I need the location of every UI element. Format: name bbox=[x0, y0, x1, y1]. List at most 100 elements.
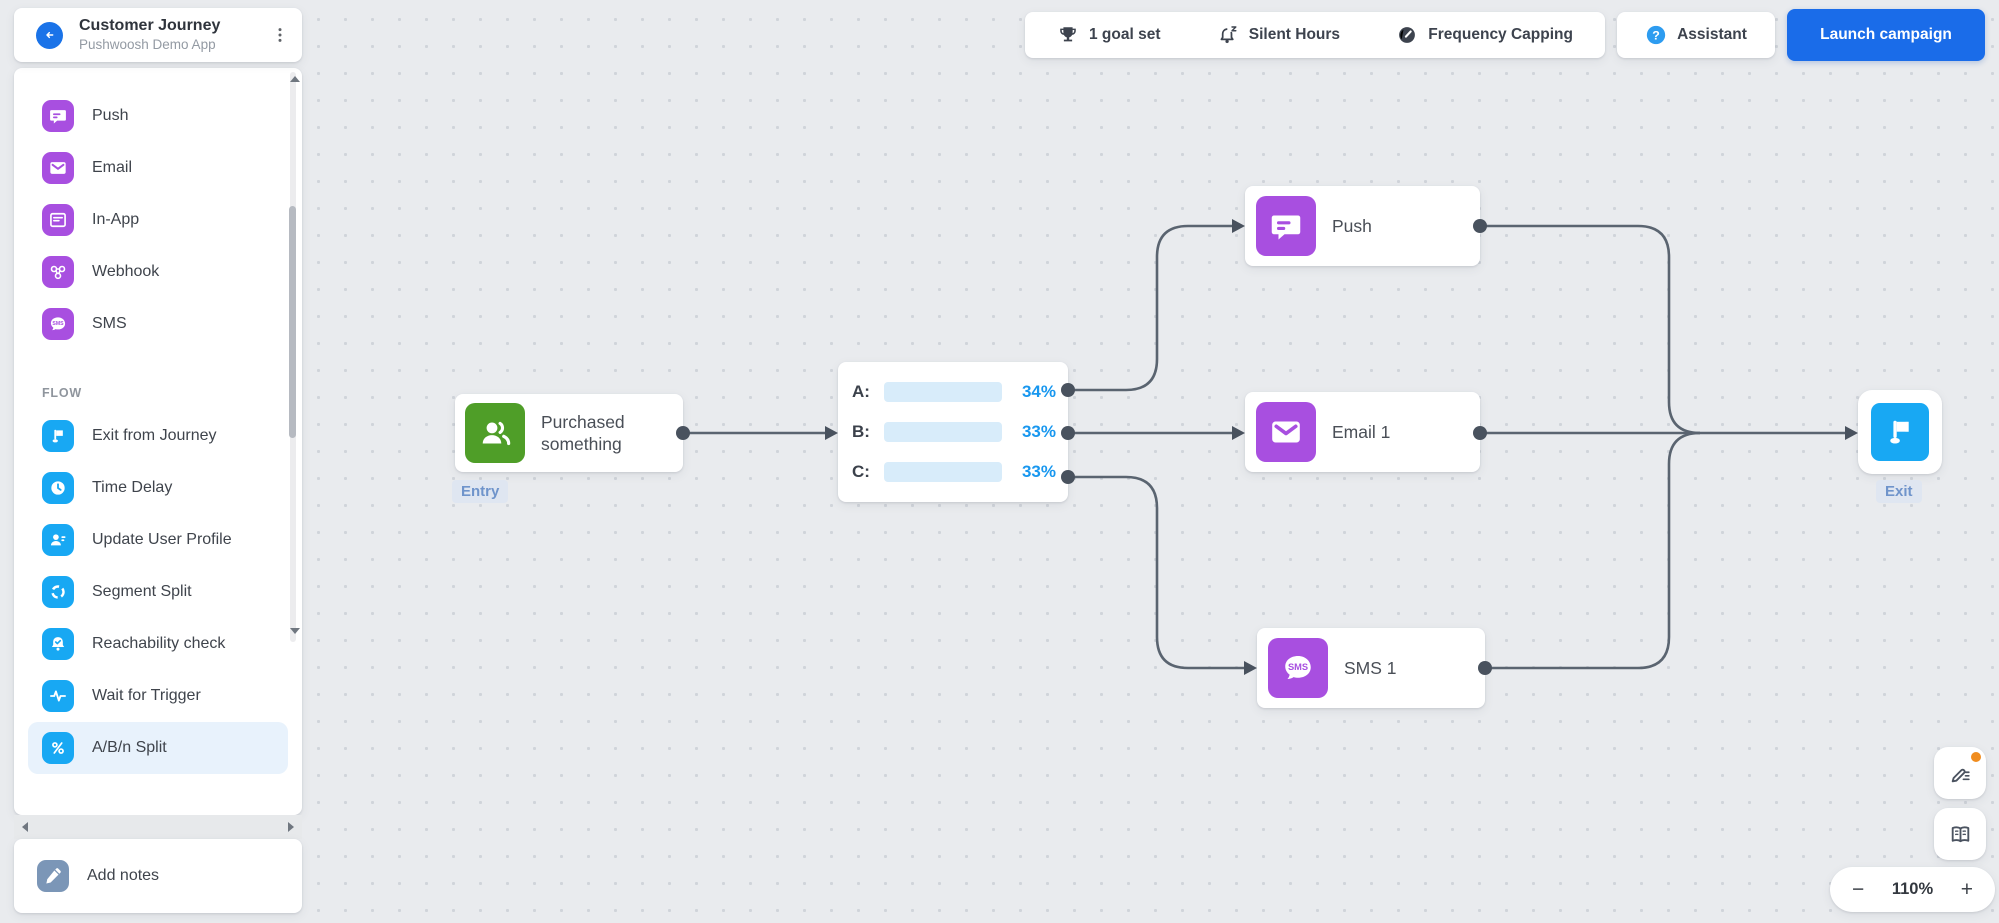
flow-section-label: FLOW bbox=[42, 386, 82, 400]
bell-check-icon bbox=[42, 628, 74, 660]
split-variant-label: C: bbox=[852, 462, 870, 481]
split-bar-track bbox=[884, 382, 1002, 402]
arrowhead-into-exit bbox=[1845, 426, 1858, 440]
arrowhead-into-split bbox=[825, 426, 838, 440]
svg-text:SMS: SMS bbox=[1288, 662, 1308, 672]
segment-split-icon bbox=[42, 576, 74, 608]
split-row-c: C: 33% bbox=[852, 458, 1056, 486]
svg-text:?: ? bbox=[1652, 28, 1660, 42]
sidebar-item-label: Exit from Journey bbox=[92, 427, 217, 444]
add-notes-label: Add notes bbox=[87, 867, 160, 884]
sidebar-item-segment-split[interactable]: Segment Split bbox=[14, 566, 302, 618]
push-icon bbox=[1256, 196, 1316, 256]
sidebar-item-label: SMS bbox=[92, 315, 127, 332]
split-percent: 33% bbox=[1021, 422, 1056, 441]
split-percent: 34% bbox=[1021, 382, 1056, 401]
note-pencil-icon bbox=[37, 860, 69, 892]
documentation-button[interactable] bbox=[1934, 808, 1986, 860]
sms-node-title: SMS 1 bbox=[1344, 657, 1397, 678]
sidebar-item-webhook[interactable]: Webhook bbox=[14, 246, 302, 298]
scroll-up-icon[interactable] bbox=[290, 76, 300, 82]
sidebar-item-abn-split[interactable]: A/B/n Split bbox=[28, 722, 288, 774]
sidebar-item-update-user-profile[interactable]: Update User Profile bbox=[14, 514, 302, 566]
scroll-down-icon[interactable] bbox=[290, 628, 300, 634]
connector-split-c-to-sms bbox=[1068, 475, 1244, 670]
journey-header: Customer Journey Pushwoosh Demo App bbox=[14, 8, 302, 62]
launch-campaign-button[interactable]: Launch campaign bbox=[1787, 9, 1985, 61]
email-icon bbox=[1256, 402, 1316, 462]
zoom-in-button[interactable]: + bbox=[1960, 878, 1973, 901]
sidebar-item-label: Segment Split bbox=[92, 583, 192, 600]
sidebar-item-label: Webhook bbox=[92, 263, 160, 280]
scroll-right-icon[interactable] bbox=[288, 822, 294, 832]
sidebar-item-label: Time Delay bbox=[92, 479, 173, 496]
goal-set-button[interactable]: 1 goal set bbox=[1057, 24, 1161, 46]
sms-icon: SMS bbox=[1268, 638, 1328, 698]
sidebar-item-reachability-check[interactable]: Reachability check bbox=[14, 618, 302, 670]
help-icon: ? bbox=[1646, 25, 1666, 45]
sidebar-item-in-app[interactable]: In-App bbox=[14, 194, 302, 246]
bell-snooze-icon bbox=[1220, 26, 1237, 44]
node-push[interactable]: Push bbox=[1245, 186, 1480, 266]
silent-hours-button[interactable]: Silent Hours bbox=[1217, 24, 1340, 46]
in-app-icon bbox=[42, 204, 74, 236]
back-button[interactable] bbox=[36, 21, 63, 49]
connector-push-to-exit bbox=[1480, 224, 1701, 435]
user-edit-icon bbox=[42, 524, 74, 556]
add-notes-button[interactable]: Add notes bbox=[14, 839, 302, 913]
sidebar-item-time-delay[interactable]: Time Delay bbox=[14, 462, 302, 514]
sidebar-vertical-scrollbar-thumb[interactable] bbox=[289, 206, 296, 438]
node-abn-split[interactable]: A: 34% B: 33% C: 33% bbox=[838, 362, 1068, 502]
split-row-b: B: 33% bbox=[852, 418, 1056, 446]
journey-notes-button[interactable] bbox=[1934, 747, 1986, 799]
silent-hours-label: Silent Hours bbox=[1248, 26, 1341, 43]
split-percent: 33% bbox=[1021, 462, 1056, 481]
sidebar-item-wait-for-trigger[interactable]: Wait for Trigger bbox=[14, 670, 302, 722]
assistant-label: Assistant bbox=[1677, 26, 1747, 43]
svg-text:SMS: SMS bbox=[52, 321, 64, 327]
sidebar-item-label: In-App bbox=[92, 211, 140, 228]
trophy-icon bbox=[1060, 27, 1076, 42]
frequency-capping-button[interactable]: Frequency Capping bbox=[1396, 24, 1573, 46]
email-node-title: Email 1 bbox=[1332, 421, 1391, 442]
notification-dot bbox=[1971, 752, 1981, 762]
push-icon bbox=[42, 100, 74, 132]
connector-split-a-to-push bbox=[1068, 224, 1232, 392]
sidebar-item-label: Push bbox=[92, 107, 129, 124]
percent-icon bbox=[42, 732, 74, 764]
arrowhead-into-email bbox=[1232, 426, 1245, 440]
zoom-out-button[interactable]: − bbox=[1852, 878, 1865, 901]
elements-panel: Push Email In-App Webhook SMS SMS FLOW E… bbox=[14, 68, 302, 815]
audience-icon bbox=[465, 403, 525, 463]
scroll-left-icon[interactable] bbox=[22, 822, 28, 832]
connector-sms-to-exit bbox=[1485, 431, 1701, 670]
sidebar-horizontal-scrollbar[interactable] bbox=[14, 815, 302, 839]
sidebar-item-sms[interactable]: SMS SMS bbox=[14, 298, 302, 350]
exit-badge: Exit bbox=[1876, 480, 1922, 503]
node-sms-1[interactable]: SMS SMS 1 bbox=[1257, 628, 1485, 708]
sidebar-item-email[interactable]: Email bbox=[14, 142, 302, 194]
frequency-capping-label: Frequency Capping bbox=[1428, 26, 1573, 43]
zoom-controls: − 110% + bbox=[1830, 867, 1995, 912]
flag-icon bbox=[42, 420, 74, 452]
split-variant-label: A: bbox=[852, 382, 870, 401]
book-icon bbox=[1951, 825, 1969, 842]
assistant-button[interactable]: ? Assistant bbox=[1617, 12, 1775, 58]
node-exit[interactable] bbox=[1858, 390, 1942, 474]
node-email-1[interactable]: Email 1 bbox=[1245, 392, 1480, 472]
gauge-icon bbox=[1399, 27, 1416, 43]
entry-node-title: Purchased something bbox=[541, 411, 625, 454]
split-bar-track bbox=[884, 422, 1002, 442]
sidebar-item-push[interactable]: Push bbox=[14, 90, 302, 142]
email-icon bbox=[42, 152, 74, 184]
sidebar-item-exit-from-journey[interactable]: Exit from Journey bbox=[14, 410, 302, 462]
node-entry-purchased-something[interactable]: Purchased something bbox=[455, 394, 683, 472]
push-node-title: Push bbox=[1332, 215, 1372, 236]
split-bar-track bbox=[884, 462, 1002, 482]
sidebar-item-label: Wait for Trigger bbox=[92, 687, 201, 704]
kebab-menu-icon[interactable] bbox=[266, 21, 294, 49]
sms-icon: SMS bbox=[42, 308, 74, 340]
goal-set-label: 1 goal set bbox=[1089, 26, 1161, 43]
zoom-level: 110% bbox=[1891, 880, 1934, 898]
split-variant-label: B: bbox=[852, 422, 870, 441]
